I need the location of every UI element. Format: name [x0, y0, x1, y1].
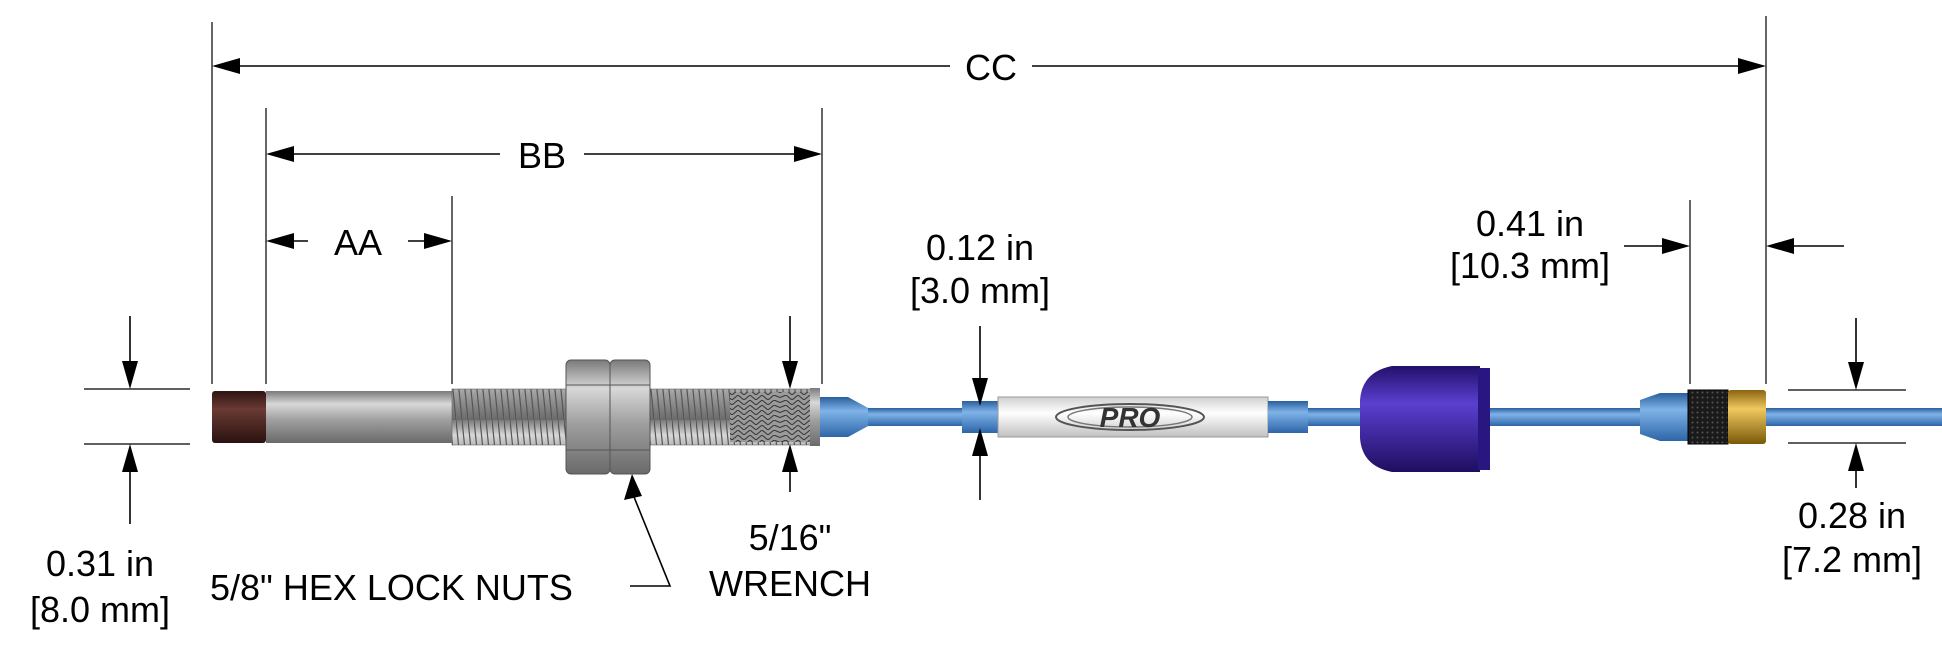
dimension-label-bb: BB: [518, 135, 566, 176]
dimension-cc: CC: [212, 47, 1766, 88]
wrench-label-line2: WRENCH: [709, 563, 871, 604]
hex-nuts-label: 5/8" HEX LOCK NUTS: [210, 567, 573, 608]
connector-taper: [1640, 393, 1688, 441]
dimension-aa: AA: [266, 222, 452, 263]
cable-strain-relief: [820, 397, 870, 437]
callout-wrench: 5/16" WRENCH: [709, 316, 871, 604]
dimension-connector-length: 0.41 in [10.3 mm]: [1450, 203, 1844, 286]
pro-logo: PRO: [1100, 402, 1161, 433]
dimension-label-aa: AA: [334, 222, 382, 263]
probe-diameter-in: 0.31 in: [46, 543, 154, 584]
dimension-cable-diameter: 0.12 in [3.0 mm]: [910, 227, 1050, 500]
cable-diameter-in: 0.12 in: [926, 227, 1034, 268]
dimension-label-cc: CC: [965, 47, 1017, 88]
probe-tip: [212, 391, 266, 443]
wrench-label-line1: 5/16": [749, 517, 832, 558]
connector-length-mm: [10.3 mm]: [1450, 245, 1610, 286]
connector-knurl: [1687, 389, 1729, 445]
callout-hex-nuts: 5/8" HEX LOCK NUTS: [210, 474, 672, 608]
connector-boot: [1360, 366, 1490, 472]
cable-diameter-mm: [3.0 mm]: [910, 270, 1050, 311]
dimension-probe-diameter: 0.31 in [8.0 mm]: [30, 316, 170, 630]
connector-diameter-mm: [7.2 mm]: [1782, 539, 1922, 580]
connector-gold-tip: [1728, 390, 1766, 444]
connector-length-in: 0.41 in: [1476, 203, 1584, 244]
hex-lock-nut-1: [565, 359, 611, 475]
hex-lock-nut-2: [609, 359, 651, 475]
probe-smooth-body: [266, 391, 452, 443]
probe-diameter-mm: [8.0 mm]: [30, 589, 170, 630]
dimension-bb: BB: [266, 135, 822, 176]
cable-marker: PRO: [962, 396, 1308, 438]
connector-diameter-in: 0.28 in: [1798, 495, 1906, 536]
dimension-connector-diameter: 0.28 in [7.2 mm]: [1782, 318, 1922, 580]
